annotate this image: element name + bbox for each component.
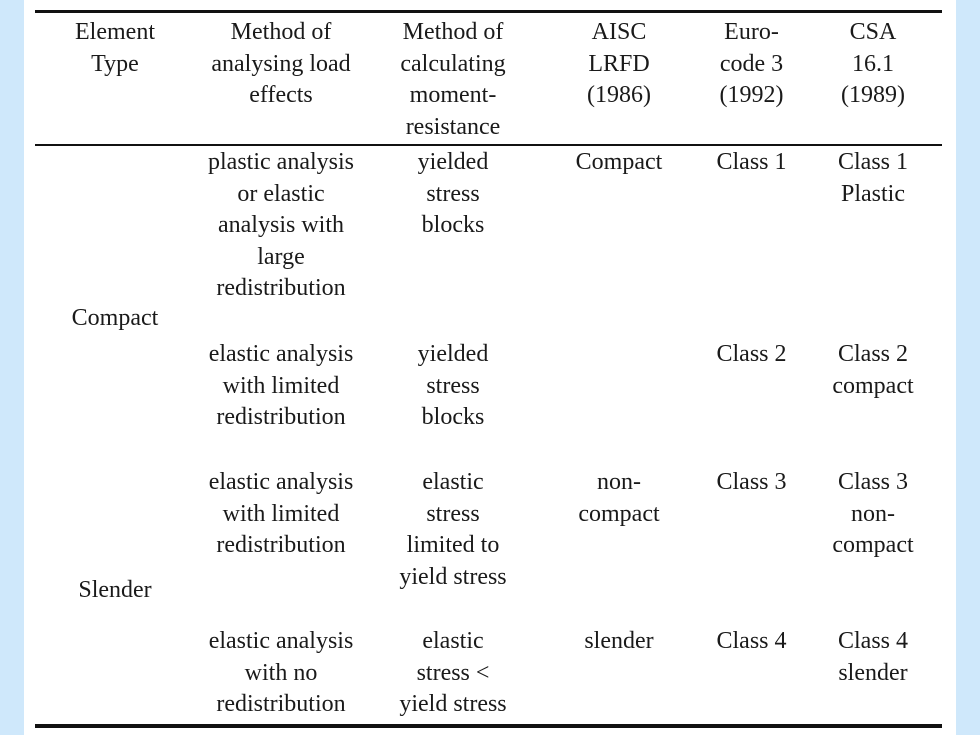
row4-aisc: slender bbox=[584, 628, 654, 654]
header-eurocode: Euro- code 3 (1992) bbox=[719, 19, 784, 108]
group-label-compact: Compact bbox=[71, 305, 159, 331]
row2-eurocode: Class 2 bbox=[716, 341, 787, 367]
row4-calc: elastic stress < yield stress bbox=[399, 628, 507, 717]
header-calc-method: Method of calculating moment- resistance bbox=[400, 19, 506, 140]
row1-eurocode: Class 1 bbox=[716, 149, 787, 175]
row2-csa: Class 2 compact bbox=[832, 341, 914, 399]
header-divider-rule bbox=[35, 144, 942, 146]
row3-eurocode: Class 3 bbox=[716, 469, 787, 495]
row1-aisc: Compact bbox=[575, 149, 663, 175]
row1-csa: Class 1 Plastic bbox=[837, 149, 908, 207]
table-top-rule bbox=[35, 10, 942, 13]
header-analysis-method: Method of analysing load effects bbox=[211, 19, 351, 108]
header-aisc: AISC LRFD (1986) bbox=[587, 19, 651, 108]
row3-calc: elastic stress limited to yield stress bbox=[399, 469, 507, 590]
row4-eurocode: Class 4 bbox=[716, 628, 787, 654]
row1-analysis: plastic analysis or elastic analysis wit… bbox=[208, 149, 354, 301]
classification-table: Element Type Method of analysing load ef… bbox=[24, 0, 956, 735]
row3-csa: Class 3 non- compact bbox=[832, 469, 914, 558]
row1-calc: yielded stress blocks bbox=[417, 149, 489, 238]
row3-aisc: non- compact bbox=[578, 469, 660, 527]
table-bottom-rule bbox=[35, 724, 942, 728]
row2-analysis: elastic analysis with limited redistribu… bbox=[208, 341, 354, 430]
row2-calc: yielded stress blocks bbox=[417, 341, 489, 430]
group-label-slender: Slender bbox=[78, 577, 152, 603]
row3-analysis: elastic analysis with limited redistribu… bbox=[208, 469, 354, 558]
header-element-type: Element Type bbox=[75, 19, 155, 77]
header-csa: CSA 16.1 (1989) bbox=[841, 19, 905, 108]
row4-analysis: elastic analysis with no redistribution bbox=[208, 628, 354, 717]
row4-csa: Class 4 slender bbox=[837, 628, 908, 686]
